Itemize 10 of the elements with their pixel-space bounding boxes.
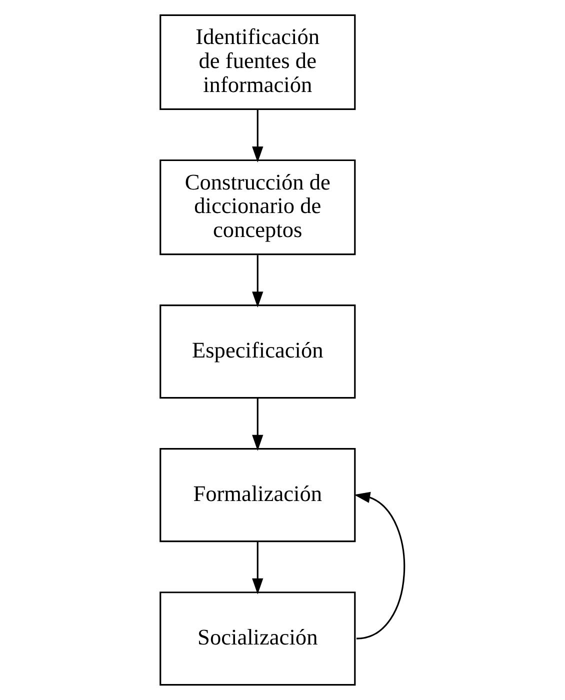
node-box: Formalización xyxy=(160,448,356,542)
node-box: Socialización xyxy=(160,592,356,686)
node-box: Identificación de fuentes de información xyxy=(160,14,356,110)
node-box: Especificación xyxy=(160,304,356,399)
arrow xyxy=(252,109,264,162)
node-box: Construcción de diccionario de conceptos xyxy=(160,159,356,256)
arrow xyxy=(252,542,264,594)
arrow xyxy=(252,255,264,308)
arrow xyxy=(252,398,264,451)
arrow xyxy=(354,492,405,640)
